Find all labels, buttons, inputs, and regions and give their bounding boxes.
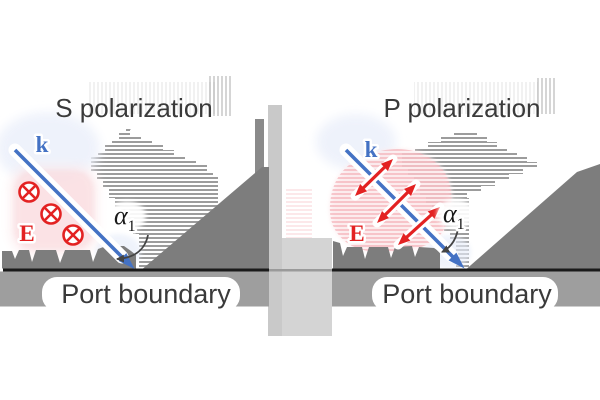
alpha-subscript: 1	[457, 216, 465, 233]
label-blob	[42, 277, 240, 311]
gap-column-left	[268, 105, 282, 336]
angle-label: α1	[114, 201, 136, 235]
e-field-symbols	[18, 181, 84, 246]
alpha-subscript: 1	[128, 218, 136, 235]
gray-mounds	[333, 241, 440, 269]
k-label: k	[36, 132, 49, 157]
panel-title: S polarization	[55, 93, 213, 123]
double-arrow	[372, 179, 421, 228]
title-moire-artifacts	[88, 76, 231, 116]
gray-wedge	[467, 164, 600, 269]
panel-title: P polarization	[383, 93, 540, 123]
alpha-halo	[108, 201, 146, 231]
k-label: k	[365, 137, 378, 162]
e-label: E	[349, 221, 364, 246]
circle-cross	[62, 224, 84, 246]
double-arrow	[350, 154, 398, 201]
gap-pink-moire	[286, 188, 312, 238]
title-moire-artifacts	[414, 78, 557, 114]
port-boundary-line	[3, 268, 269, 272]
gray-wedge	[143, 167, 269, 269]
panel-s-polarization: S polarization k E α1 Port boundary	[0, 76, 269, 312]
double-arrow	[393, 202, 445, 250]
boundary-label: Port boundary	[61, 279, 231, 309]
gray-mounds	[2, 246, 136, 269]
angle-label: α1	[443, 199, 465, 233]
angle-arc	[116, 234, 149, 263]
e-field-symbols	[350, 154, 445, 250]
circle-cross	[18, 181, 40, 203]
gap-boundary-line-faint	[268, 269, 332, 272]
e-label: E	[19, 221, 34, 246]
arrow-shaft	[13, 148, 126, 261]
alpha-halo	[437, 199, 475, 229]
alpha-symbol: α	[443, 199, 458, 228]
panel-p-polarization: P polarization k E α1 Port boundary	[316, 78, 600, 312]
label-blob	[372, 277, 558, 311]
port-boundary-line	[332, 268, 600, 272]
gap-column-right	[282, 238, 332, 336]
alpha-symbol: α	[114, 201, 129, 230]
circle-cross	[40, 203, 62, 225]
arrow-head	[448, 252, 465, 269]
boundary-label: Port boundary	[382, 279, 552, 309]
angle-arc	[441, 223, 460, 253]
